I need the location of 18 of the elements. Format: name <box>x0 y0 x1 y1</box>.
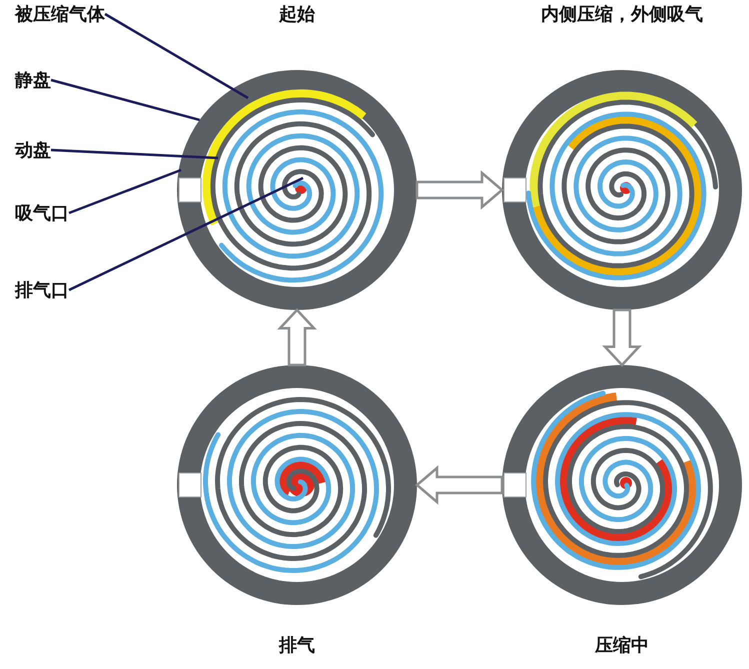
stage-title: 排气 <box>279 634 315 657</box>
part-label: 排气口 <box>15 278 69 302</box>
hollow-arrow <box>602 308 642 367</box>
stage-title: 内侧压缩，外侧吸气 <box>541 3 703 26</box>
stage-title: 起始 <box>279 3 315 26</box>
leader-line <box>104 12 249 100</box>
leader-line <box>68 176 304 292</box>
part-label: 动盘 <box>15 138 51 162</box>
hollow-arrow <box>415 465 504 505</box>
part-label: 被压缩气体 <box>15 2 105 26</box>
part-label: 静盘 <box>15 68 51 92</box>
part-label: 吸气口 <box>15 201 69 225</box>
leader-line <box>50 148 218 160</box>
hollow-arrow <box>277 308 317 366</box>
hollow-arrow <box>416 170 504 210</box>
leader-line <box>50 78 200 122</box>
stage-title: 压缩中 <box>595 634 649 657</box>
leader-line <box>68 168 182 214</box>
